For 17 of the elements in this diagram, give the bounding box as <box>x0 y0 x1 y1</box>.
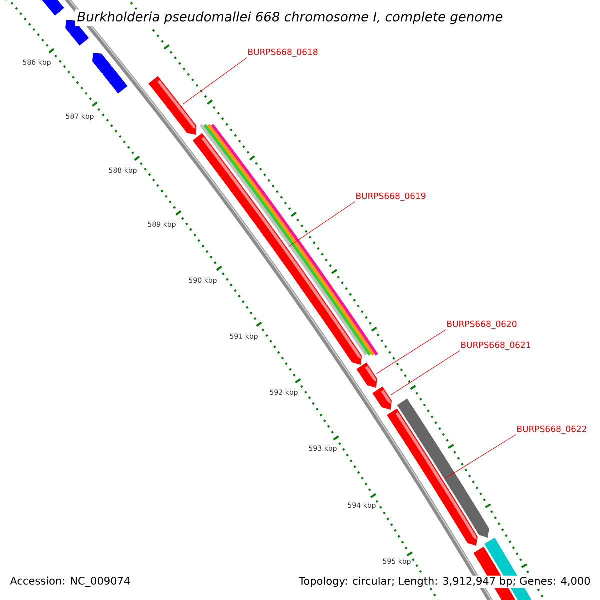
accession-text: Accession: NC_009074 <box>9 576 132 588</box>
leader-line <box>182 58 248 105</box>
gene-bar <box>356 362 378 388</box>
leader-line <box>444 434 516 480</box>
leader-line <box>288 202 356 247</box>
gene-bar <box>387 408 478 546</box>
gene-bar <box>372 386 392 410</box>
gene-label: BURPS668_0620 <box>448 320 517 330</box>
leader-line <box>376 330 446 374</box>
genome-info-text: Topology: circular; Length: 3,912,947 bp; Genes: 4,000 <box>298 576 592 588</box>
gene-label: BURPS668_0621 <box>462 342 530 350</box>
gene-label: BURPS668_0622 <box>518 426 586 434</box>
gene-bar <box>148 76 197 135</box>
gene-label: BURPS668_0618 <box>248 48 318 58</box>
map-title: Burkholderia pseudomallei 668 chromosome I, complete genome <box>75 10 506 26</box>
gene-label: BURPS668_0619 <box>356 192 426 202</box>
leader-line <box>390 350 460 396</box>
